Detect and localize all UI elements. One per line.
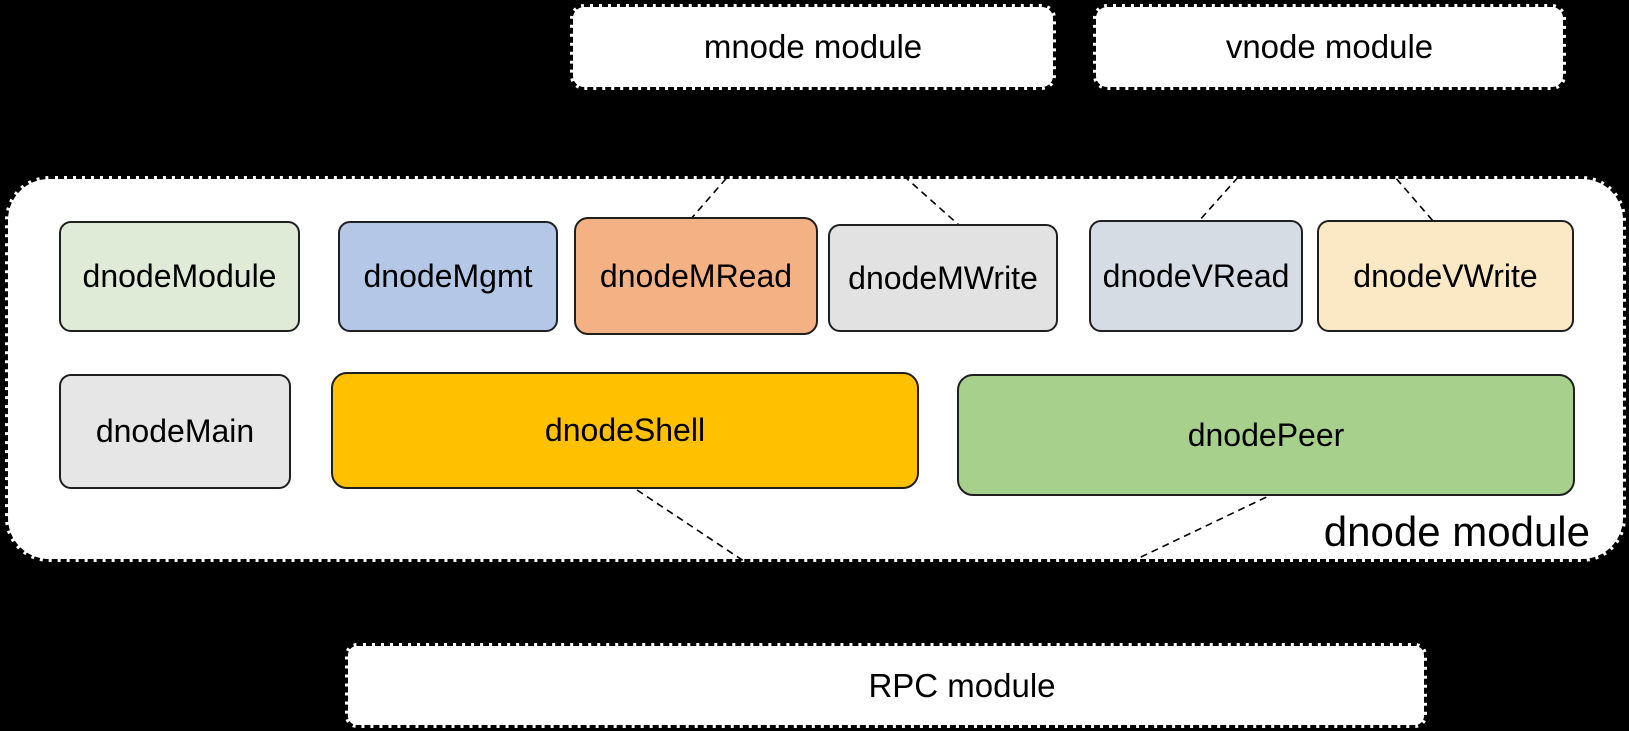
dnodePeer-label: dnodePeer: [1187, 416, 1345, 453]
dnodeMRead-box: dnodeMRead: [574, 217, 818, 335]
dnodeMWrite-label: dnodeMWrite: [848, 259, 1038, 296]
vnode-module-box: vnode module: [1093, 4, 1566, 90]
dnodeVRead-box: dnodeVRead: [1089, 220, 1303, 332]
dnodeModule-label: dnodeModule: [82, 258, 277, 294]
mnode-module-box: mnode module: [570, 4, 1056, 90]
dnodeMgmt-box: dnodeMgmt: [338, 221, 558, 332]
dnodePeer-box: dnodePeer: [957, 374, 1575, 496]
dnodeModule-box: dnodeModule: [59, 221, 300, 332]
dnode-module-label: dnode module: [1323, 508, 1590, 555]
dnodeMain-box: dnodeMain: [59, 374, 291, 489]
dnodeMWrite-box: dnodeMWrite: [828, 224, 1058, 332]
rpc-module-box: RPC module: [345, 643, 1427, 728]
dnodeVRead-label: dnodeVRead: [1102, 257, 1290, 294]
dnodeMRead-label: dnodeMRead: [599, 257, 793, 294]
vnode-module-label: vnode module: [1225, 28, 1434, 65]
rpc-module-label: RPC module: [868, 666, 1056, 704]
dnodeVWrite-box: dnodeVWrite: [1317, 220, 1574, 332]
dnodeVWrite-label: dnodeVWrite: [1353, 257, 1538, 294]
dnodeMain-label: dnodeMain: [95, 413, 255, 449]
dnodeMgmt-label: dnodeMgmt: [363, 258, 533, 294]
dnodeShell-label: dnodeShell: [544, 412, 706, 448]
mnode-module-label: mnode module: [703, 28, 923, 65]
dnodeShell-box: dnodeShell: [331, 372, 919, 489]
